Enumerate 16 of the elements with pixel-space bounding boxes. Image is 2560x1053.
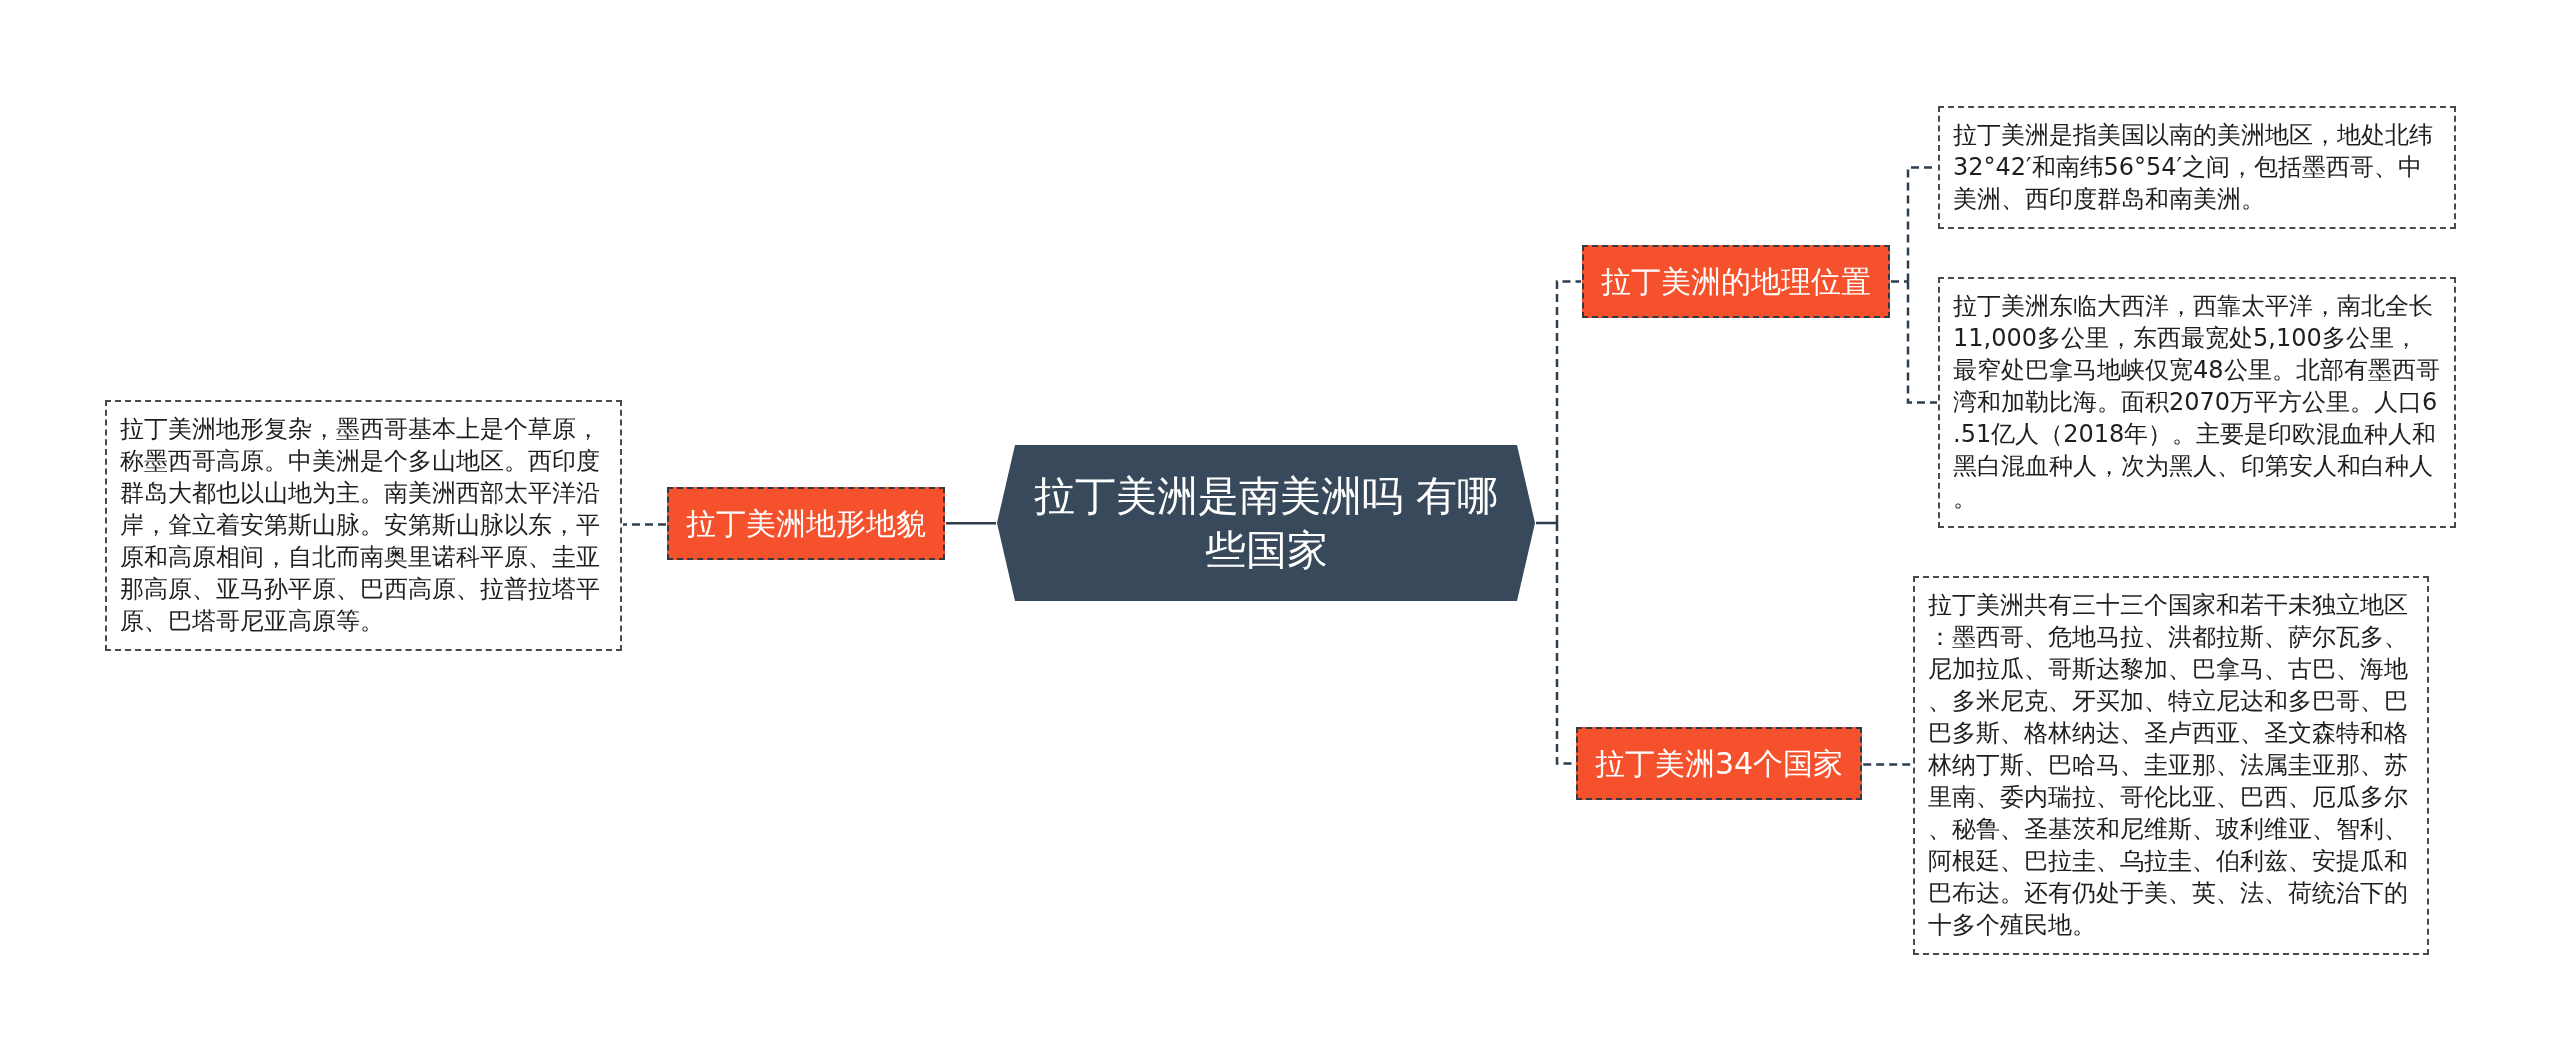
connector-line: [623, 523, 666, 526]
connector-line: [1863, 763, 1912, 766]
central-topic: 拉丁美洲是南美洲吗 有哪些国家: [997, 445, 1535, 601]
connector-line: [1555, 280, 1581, 523]
connector-line: [946, 522, 996, 525]
note-box: 拉丁美洲是指美国以南的美洲地区，地处北纬32°42′和南纬56°54′之间，包括墨西哥、中美洲、西印度群岛和南美洲。: [1938, 106, 2456, 229]
connector-line: [1555, 523, 1575, 765]
topic-box: 拉丁美洲34个国家: [1576, 727, 1863, 800]
connector-line: [1536, 521, 1557, 525]
connector-line: [1906, 281, 1937, 404]
connector-line: [1891, 280, 1908, 283]
topic-box: 拉丁美洲的地理位置: [1582, 245, 1890, 318]
note-box: 拉丁美洲地形复杂，墨西哥基本上是个草原，称墨西哥高原。中美洲是个多山地区。西印度群岛大都也以山地为主。南美洲西部太平洋沿岸，耸立着安第斯山脉。安第斯山脉以东，平原和高原相间，自北而南奥里诺科平原、圭亚那高原、亚马孙平原、巴西高原、拉普拉塔平原、巴塔哥尼亚高原等。: [105, 400, 622, 651]
note-box: 拉丁美洲共有三十三个国家和若干未独立地区：墨西哥、危地马拉、洪都拉斯、萨尔瓦多、尼加拉瓜、哥斯达黎加、巴拿马、古巴、海地、多米尼克、牙买加、特立尼达和多巴哥、巴巴多斯、格林纳达、圣卢西亚、圣文森特和格林纳丁斯、巴哈马、圭亚那、法属圭亚那、苏里南、委内瑞拉、哥伦比亚、巴西、厄瓜多尔、秘鲁、圣基茨和尼维斯、玻利维亚、智利、阿根廷、巴拉圭、乌拉圭、伯利兹、安提瓜和巴布达。还有仍处于美、英、法、荷统治下的十多个殖民地。: [1913, 576, 2429, 955]
note-box: 拉丁美洲东临大西洋，西靠太平洋，南北全长11,000多公里，东西最宽处5,100多公里，最窄处巴拿马地峡仅宽48公里。北部有墨西哥湾和加勒比海。面积2070万平方公里。人口6.51亿人（2018年）。主要是印欧混血种人和黑白混血种人，次为黑人、印第安人和白种人。: [1938, 277, 2456, 528]
topic-box: 拉丁美洲地形地貌: [667, 487, 945, 560]
